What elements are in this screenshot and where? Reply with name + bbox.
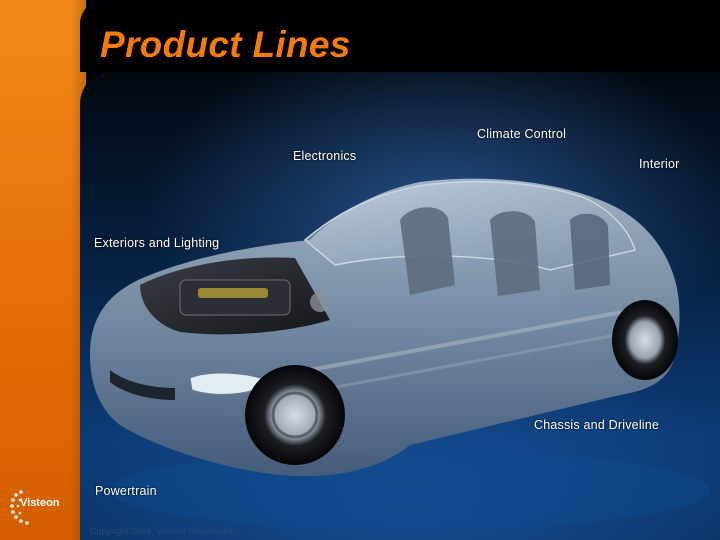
label-interior: Interior bbox=[639, 157, 680, 171]
slide-title: Product Lines bbox=[100, 24, 351, 65]
car-illustration bbox=[90, 178, 710, 530]
left-orange-bar bbox=[0, 0, 86, 540]
label-powertrain: Powertrain bbox=[95, 484, 157, 498]
visteon-logo-text: Visteon bbox=[20, 497, 60, 509]
label-exteriors-lighting: Exteriors and Lighting bbox=[94, 236, 220, 250]
label-chassis-driveline: Chassis and Driveline bbox=[534, 418, 660, 432]
visteon-logo-icon bbox=[10, 490, 29, 525]
title-band bbox=[80, 0, 720, 72]
label-climate-control: Climate Control bbox=[477, 127, 567, 141]
car-cutaway-photo bbox=[80, 70, 720, 540]
copyright-text: Copyright 2004, Visteon Corporation bbox=[90, 526, 236, 536]
label-electronics: Electronics bbox=[293, 149, 357, 163]
